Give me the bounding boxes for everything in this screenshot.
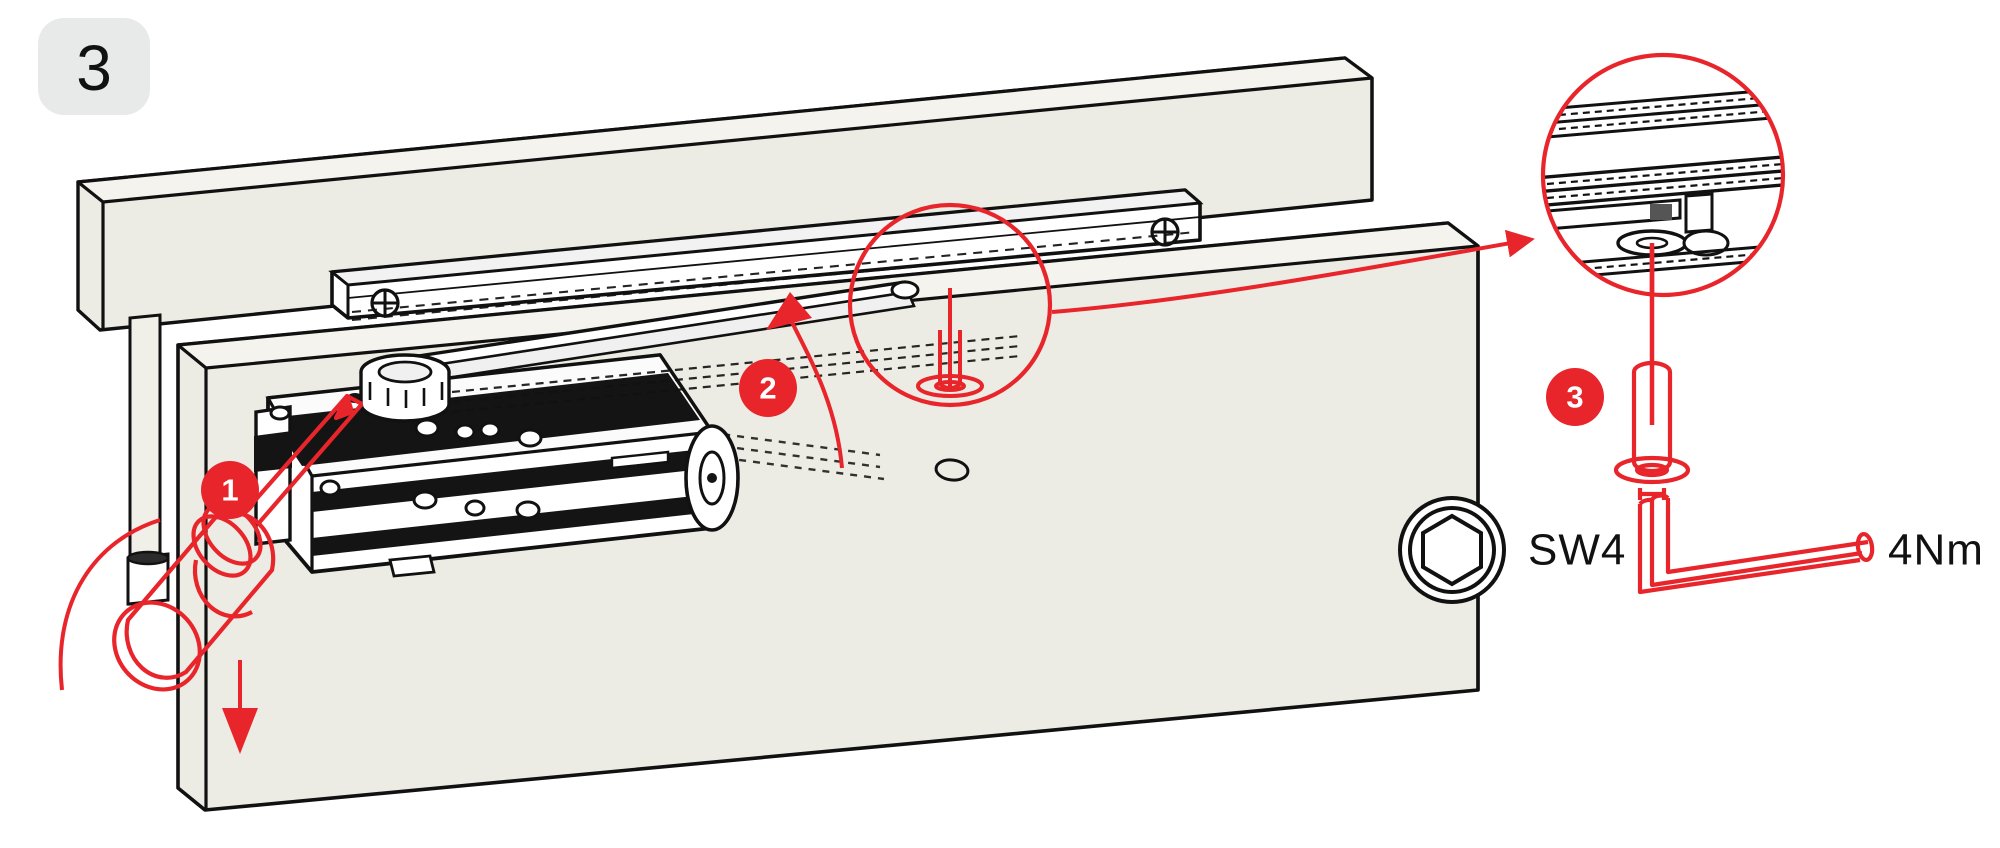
frame-reveal [126,313,170,606]
detail-source-circle [847,202,1053,408]
screwdriver-push-arrow [222,660,258,754]
step-badge: 3 [38,18,150,115]
detail-leader-arrow [1051,229,1535,314]
arm-swing-arrowhead [766,292,812,330]
rail-screw-right-icon [1150,217,1180,247]
callout-2-label: 2 [759,371,776,406]
callout-1-label: 1 [221,473,238,508]
callout-2[interactable]: 2 [739,359,797,417]
step-badge-label: 3 [76,32,112,104]
set-screw [1613,360,1691,500]
allen-key-icon [1637,493,1875,595]
rail-screw-left-icon [370,288,400,318]
hex-socket-spec-label: SW4 [1528,526,1626,575]
callout-1[interactable]: 1 [201,461,259,519]
torque-spec-label: 4Nm [1888,526,1984,575]
arm-swing-arrow [788,317,844,469]
door-frame-head [76,56,1374,332]
hex-socket-icon [1398,496,1506,604]
rail-shadow-strip [451,334,1021,414]
spindle-cap [359,353,451,423]
callout-3[interactable]: 3 [1546,368,1604,426]
screwdriver-rotation-arrow [58,518,161,691]
detail-source-content [916,288,984,398]
detail-magnified-circle [1540,52,1786,298]
callout-3-label: 3 [1566,380,1583,415]
